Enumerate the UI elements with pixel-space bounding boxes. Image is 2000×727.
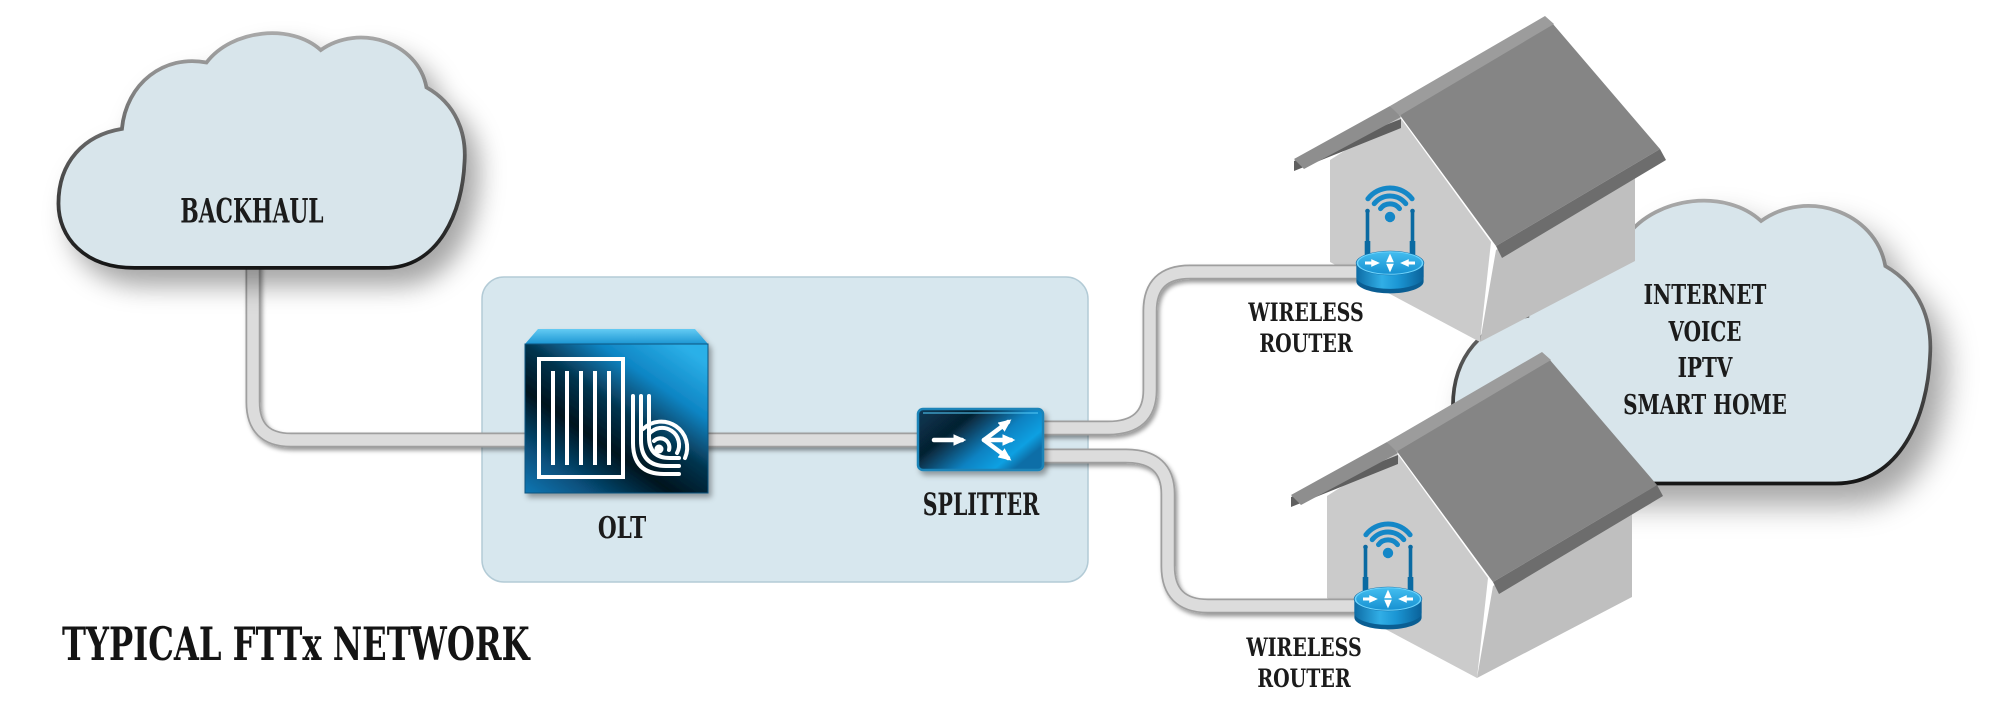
- wireless-router-top-label-line1: WIRELESS: [1248, 298, 1364, 327]
- split-arrows-glyph: [931, 419, 1016, 461]
- wireless-router-bottom-label: WIRELESS ROUTER: [1246, 632, 1361, 694]
- olt-icon: [524, 329, 709, 494]
- backhaul-label: BACKHAUL: [180, 191, 324, 232]
- backhaul-cloud: [58, 33, 464, 268]
- splitter-icon: [916, 407, 1045, 472]
- service-iptv: IPTV: [1677, 353, 1733, 384]
- fiber-cable-lower: [1036, 448, 1400, 614]
- fiber-cable-backhaul: [245, 260, 930, 448]
- olt-label: OLT: [597, 510, 647, 546]
- splitter-label: SPLITTER: [922, 487, 1040, 524]
- service-internet: INTERNET: [1643, 280, 1767, 311]
- wireless-router-top-label-line2: ROUTER: [1259, 329, 1353, 358]
- diagram-title: TYPICAL FTTx NETWORK: [62, 617, 530, 671]
- service-smart-home: SMART HOME: [1623, 389, 1787, 421]
- olt-rack-glyph: [537, 357, 625, 479]
- wireless-router-bottom-label-line2: ROUTER: [1257, 664, 1351, 693]
- fiber-coil-glyph: [631, 394, 690, 476]
- services-cloud-label: INTERNET VOICE IPTV SMART HOME: [1623, 278, 1787, 424]
- wireless-router-bottom-label-line1: WIRELESS: [1246, 633, 1362, 662]
- wireless-router-top-label: WIRELESS ROUTER: [1248, 297, 1363, 359]
- service-voice: VOICE: [1668, 316, 1742, 348]
- fiber-cable-upper: [1036, 264, 1400, 436]
